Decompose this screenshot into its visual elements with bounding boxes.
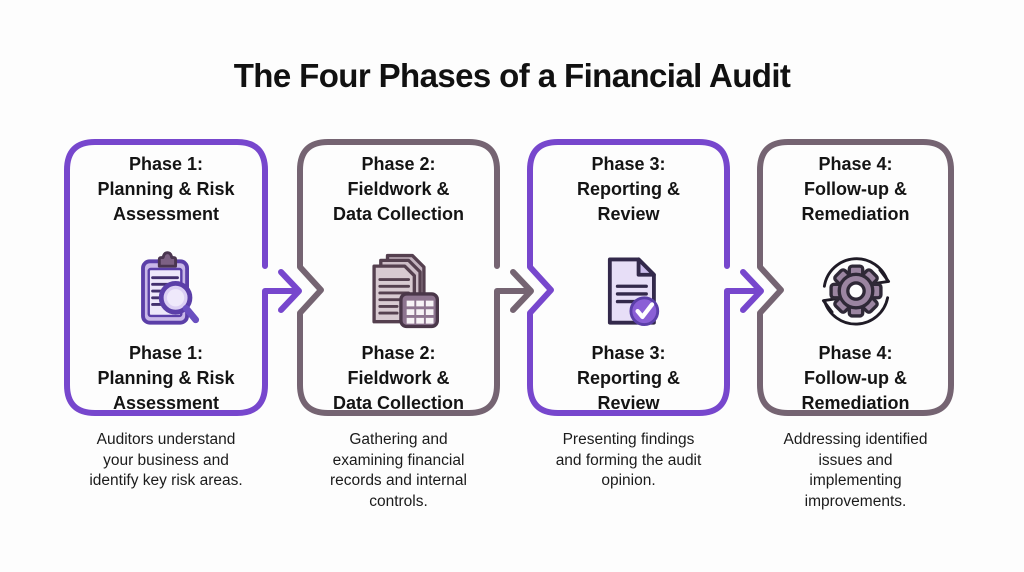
phase-1-column: Phase 1: Planning & Risk Assessment Phas…	[67, 142, 265, 542]
phase-3-title-top: Phase 3: Reporting & Review	[577, 154, 680, 224]
phase-4-column: Phase 4: Follow-up & Remediation	[760, 142, 951, 542]
phase-2-title-top: Phase 2: Fieldwork & Data Collection	[332, 154, 465, 224]
phase-3-box-outline	[527, 139, 762, 416]
arrow-2-head-icon	[510, 269, 534, 313]
phase-4-description: Addressing identified issues and impleme…	[783, 431, 928, 510]
phase-4-title-bottom: Phase 4: Follow-up & Remediation	[801, 343, 910, 413]
page-title: The Four Phases of a Financial Audit	[233, 57, 791, 94]
phase-3-column: Phase 3: Reporting & Review Phase 3: Rep…	[530, 142, 727, 542]
phase-1-icon-wrap	[67, 246, 265, 340]
phase-4-title-top: Phase 4: Follow-up & Remediation	[801, 154, 910, 224]
arrow-3-head-icon	[740, 269, 764, 313]
phase-4-box-outline	[757, 139, 954, 416]
clipboard-magnifier-icon	[141, 251, 200, 325]
phase-4-icon-wrap	[760, 246, 951, 340]
document-checkmark-icon	[607, 257, 659, 327]
phase-2-description: Gathering and examining financial record…	[330, 431, 467, 510]
phase-2-column: Phase 2: Fieldwork & Data Collection Pha…	[300, 142, 497, 542]
gear-refresh-cycle-icon	[821, 257, 890, 326]
phase-3-icon-wrap	[530, 246, 727, 340]
phase-3-description: Presenting findings and forming the audi…	[555, 431, 702, 489]
phase-2-title-bottom: Phase 2: Fieldwork & Data Collection	[332, 343, 465, 413]
arrow-1-head-icon	[278, 269, 302, 313]
documents-calculator-icon	[371, 253, 439, 329]
phase-2-box-outline	[297, 139, 532, 416]
phase-1-title-top: Phase 1: Planning & Risk Assessment	[97, 154, 235, 224]
phase-1-box-outline	[64, 139, 300, 416]
phase-3-title-bottom: Phase 3: Reporting & Review	[577, 343, 680, 413]
phase-1-description: Auditors understand your business and id…	[89, 431, 243, 489]
phase-2-icon-wrap	[300, 246, 497, 340]
phase-1-title-bottom: Phase 1: Planning & Risk Assessment	[97, 343, 235, 413]
